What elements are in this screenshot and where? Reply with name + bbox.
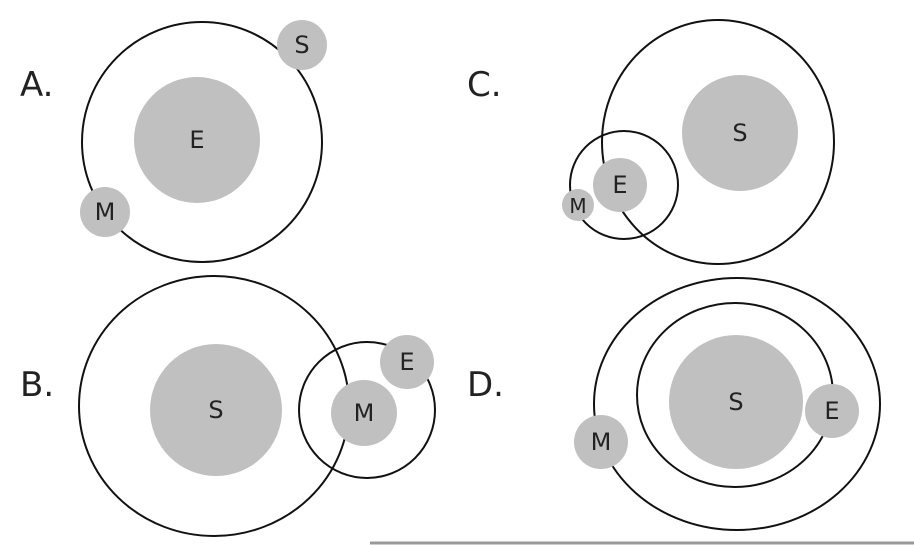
orbit-c-small [569, 130, 679, 240]
option-c-label: C. [467, 65, 502, 105]
earth-b [380, 335, 434, 389]
earth-a-label: E [189, 126, 204, 154]
option-b: B. S M E [20, 275, 436, 537]
orbit-a [81, 21, 323, 263]
option-b-label: B. [20, 365, 54, 405]
sun-d-label: S [728, 388, 743, 416]
moon-c-label: M [569, 194, 586, 218]
option-d-label: D. [467, 365, 504, 405]
orbit-b-small [298, 341, 436, 479]
option-a: A. E S M [20, 20, 327, 263]
earth-c [593, 158, 647, 212]
sun-c-label: S [732, 119, 747, 147]
sun-a-label: S [294, 31, 309, 59]
orbit-d-outer [593, 277, 881, 531]
option-c: C. S E M [467, 19, 835, 265]
moon-d-label: M [591, 428, 612, 456]
option-d: D. S E M [467, 277, 881, 531]
moon-c [562, 189, 594, 221]
option-a-label: A. [20, 65, 53, 105]
sun-a [277, 20, 327, 70]
orbit-c-large [601, 19, 835, 265]
sun-c [682, 75, 798, 191]
sun-d [669, 335, 803, 469]
earth-d-label: E [824, 397, 839, 425]
sun-b-label: S [208, 396, 223, 424]
moon-b [331, 380, 397, 446]
moon-d [574, 415, 628, 469]
moon-a [80, 187, 130, 237]
earth-b-label: E [399, 348, 414, 376]
moon-b-label: M [354, 399, 375, 427]
sun-b [150, 344, 282, 476]
earth-d [805, 384, 859, 438]
moon-a-label: M [95, 198, 116, 226]
earth-a [134, 77, 260, 203]
earth-c-label: E [612, 171, 627, 199]
